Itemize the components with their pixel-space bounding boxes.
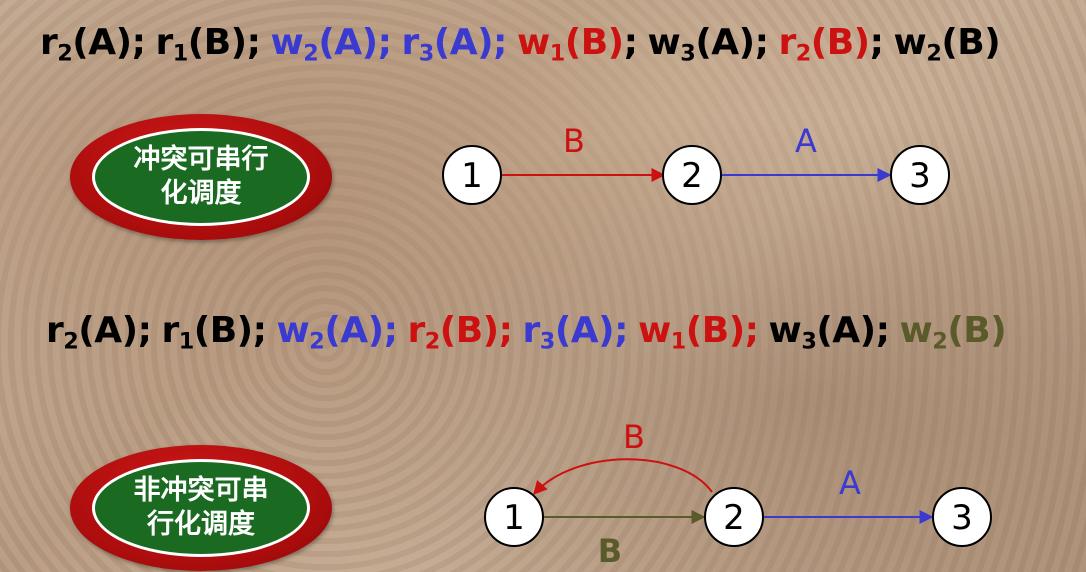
edge-label: A (839, 464, 861, 502)
edge-label: B (598, 532, 622, 570)
edge-label: B (623, 418, 645, 456)
schedule-op: r1(B); (161, 310, 267, 355)
schedule-op: w3(A); (647, 22, 769, 67)
node-1 (442, 145, 502, 205)
schedule-op: r2(A); (46, 310, 152, 355)
node-1 (484, 487, 544, 547)
schedule-op: r1(B); (155, 22, 261, 67)
schedule-op: w1(B); (638, 310, 759, 355)
schedule-line-1: r2(A);r1(B);w2(A);r3(A);w1(B);w3(A);r2(B… (0, 22, 1086, 67)
node-3 (932, 487, 992, 547)
badge-conflict-serializable: 冲突可串行 化调度 (70, 114, 332, 240)
node-2 (704, 487, 764, 547)
node-3 (890, 145, 950, 205)
node-label: 2 (723, 498, 745, 538)
node-label: 1 (461, 156, 483, 196)
schedule-op: r2(A); (40, 22, 146, 67)
node-label: 1 (503, 498, 525, 538)
schedule-line-2: r2(A);r1(B);w2(A);r2(B);r3(A);w1(B);w3(A… (0, 310, 1086, 355)
schedule-op: w2(A); (270, 22, 392, 67)
schedule-op: r2(B); (407, 310, 513, 355)
schedule-op: w1(B) (516, 22, 624, 67)
edge-label: A (795, 122, 817, 160)
graph-1: B A 1 2 3 (442, 122, 950, 205)
schedule-op: w2(B) (899, 310, 1007, 355)
badge-inner: 非冲突可串 行化调度 (92, 459, 310, 557)
node-label: 2 (681, 156, 703, 196)
schedule-op: w3(A); (768, 310, 890, 355)
edge-2-1-curved (533, 458, 713, 496)
badge-label: 非冲突可串 行化调度 (133, 475, 269, 540)
schedule-op: w2(A); (276, 310, 398, 355)
node-label: 3 (909, 156, 931, 196)
schedule-op: r3(A); (522, 310, 629, 355)
schedule-op: r3(A); (401, 22, 507, 67)
node-label: 3 (951, 498, 973, 538)
schedule-op: r2(B) (778, 22, 870, 67)
badge-label: 冲突可串行 化调度 (133, 144, 269, 209)
graph-2: B B A 1 2 3 (484, 418, 992, 570)
node-2 (662, 145, 722, 205)
badge-inner: 冲突可串行 化调度 (92, 128, 310, 226)
schedule-op: w2(B) (893, 22, 1001, 67)
badge-non-conflict-serializable: 非冲突可串 行化调度 (70, 445, 332, 571)
schedule-separator: ; (869, 22, 884, 63)
edge-label: B (563, 122, 585, 160)
schedule-separator: ; (623, 22, 638, 63)
